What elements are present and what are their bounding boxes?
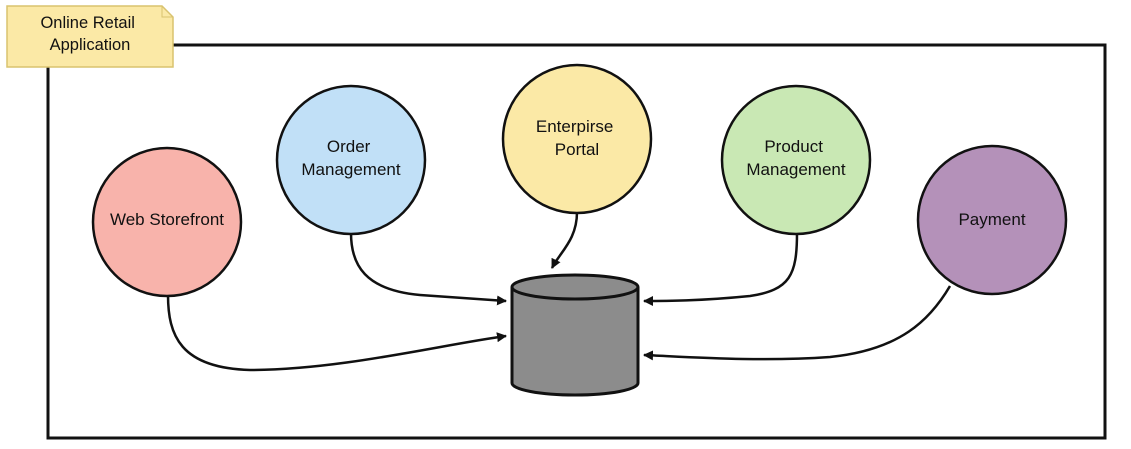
web-storefront-circle [91,146,243,298]
application-note-label: Online Retail Application [40,14,139,54]
enterprise-portal-label: Enterpirse Portal [536,117,618,159]
order-management-circle [275,84,427,236]
payment-label-line-1: Payment [958,210,1025,229]
enterprise-portal-label-line-2: Portal [555,140,599,159]
application-note-line-1: Online Retail [40,14,134,32]
enterprise-portal-label-line-1: Enterpirse [536,117,613,136]
edge-order-management-to-database [349,232,507,306]
product-management-label-line-2: Management [746,160,846,179]
application-note-line-2: Application [50,36,131,54]
edge-payment-to-database [643,285,952,361]
service-web-storefront: Web Storefront [91,146,243,298]
product-management-label: Product Management [746,137,846,179]
product-management-circle [720,84,872,236]
application-note: Online Retail Application [6,5,174,68]
web-storefront-label: Web Storefront [110,210,224,229]
application-boundary [46,43,1107,440]
order-management-label-line-2: Management [301,160,401,179]
edge-web-storefront-to-database [166,294,507,372]
service-order-management: Order Management [275,84,427,236]
payment-circle [916,144,1068,296]
database-cylinder [510,273,640,397]
edges [166,211,952,372]
service-enterprise-portal: Enterpirse Portal [501,63,653,215]
product-management-label-line-1: Product [764,137,823,156]
order-management-label: Order Management [301,137,401,179]
edge-product-management-to-database [643,232,799,306]
enterprise-portal-circle [501,63,653,215]
payment-label: Payment [958,210,1025,229]
service-payment: Payment [916,144,1068,296]
order-management-label-line-1: Order [327,137,371,156]
edge-enterprise-portal-to-database [550,211,579,269]
web-storefront-label-line-1: Web Storefront [110,210,224,229]
service-product-management: Product Management [720,84,872,236]
